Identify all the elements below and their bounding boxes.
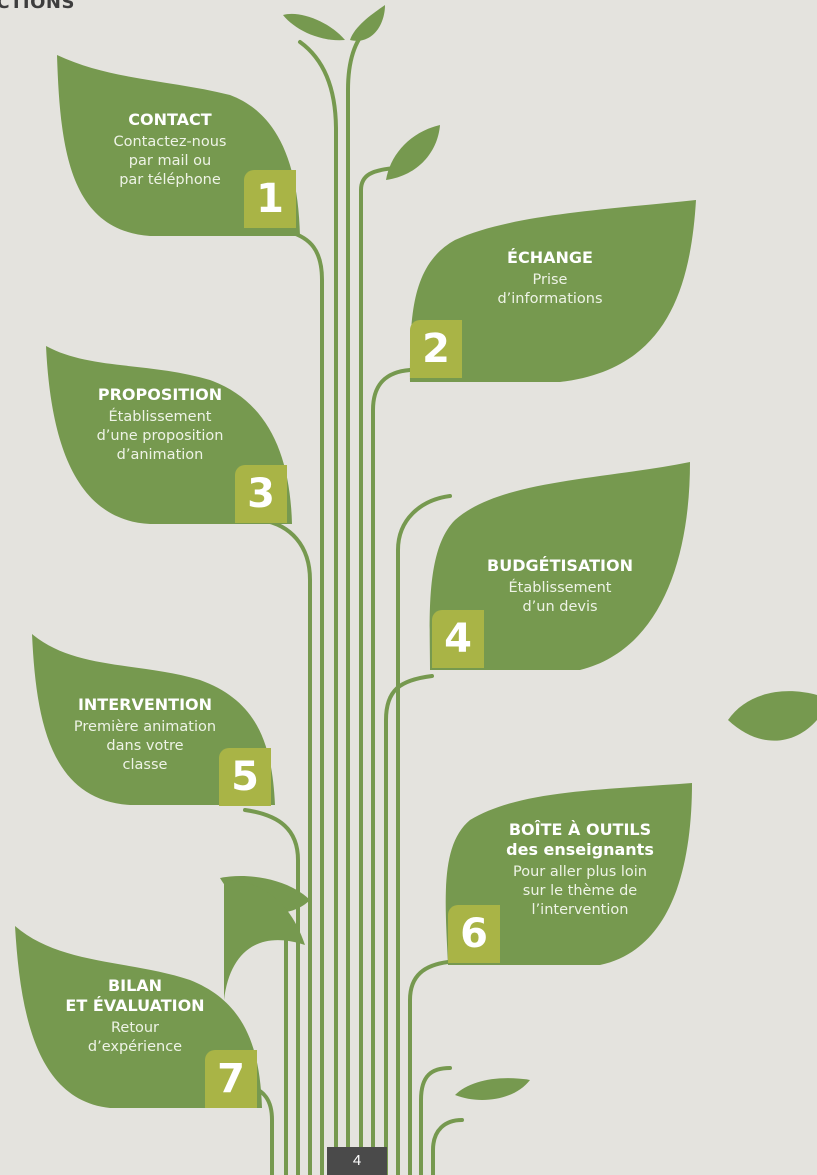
step-6-number: 6 xyxy=(448,905,500,963)
step-6-text: BOÎTE À OUTILS des enseignants Pour alle… xyxy=(480,820,680,920)
step-5-number: 5 xyxy=(219,748,271,806)
step-7-text: BILAN ET ÉVALUATION Retour d’expérience xyxy=(35,976,235,1057)
step-2-title: ÉCHANGE xyxy=(507,248,593,267)
step-5-description: Première animation dans votre classe xyxy=(73,719,217,773)
step-3-number: 3 xyxy=(235,465,287,523)
step-4-title: BUDGÉTISATION xyxy=(487,556,633,575)
vine-stems xyxy=(243,26,464,1175)
step-7-description: Retour d’expérience xyxy=(87,1020,183,1055)
step-1-text: CONTACT Contactez-nous par mail ou par t… xyxy=(70,110,270,190)
step-1-title: CONTACT xyxy=(128,110,212,129)
step-2-description: Prise d’informations xyxy=(497,272,603,307)
step-7-number: 7 xyxy=(205,1050,257,1108)
step-2-text: ÉCHANGE Prise d’informations xyxy=(450,248,650,309)
step-4-text: BUDGÉTISATION Établissement d’un devis xyxy=(460,556,660,617)
step-5-title: INTERVENTION xyxy=(77,695,213,714)
step-4-number: 4 xyxy=(432,610,484,668)
page-number: 4 xyxy=(327,1147,387,1175)
vine-leaves xyxy=(15,5,817,1108)
step-1-number: 1 xyxy=(244,170,296,228)
step-3-title: PROPOSITION xyxy=(97,385,223,404)
step-6-description: Pour aller plus loin sur le thème de l’i… xyxy=(513,864,647,918)
step-1-description: Contactez-nous par mail ou par téléphone xyxy=(113,134,227,188)
step-6-title: BOÎTE À OUTILS des enseignants xyxy=(506,820,654,859)
step-3-description: Établissement d’une proposition d’animat… xyxy=(96,409,224,463)
step-4-description: Établissement d’un devis xyxy=(508,580,612,615)
section-header: ACTIONS xyxy=(0,0,75,13)
step-5-text: INTERVENTION Première animation dans vot… xyxy=(45,695,245,775)
step-7-title: BILAN ET ÉVALUATION xyxy=(65,976,205,1015)
step-2-number: 2 xyxy=(410,320,462,378)
step-3-text: PROPOSITION Établissement d’une proposit… xyxy=(60,385,260,465)
